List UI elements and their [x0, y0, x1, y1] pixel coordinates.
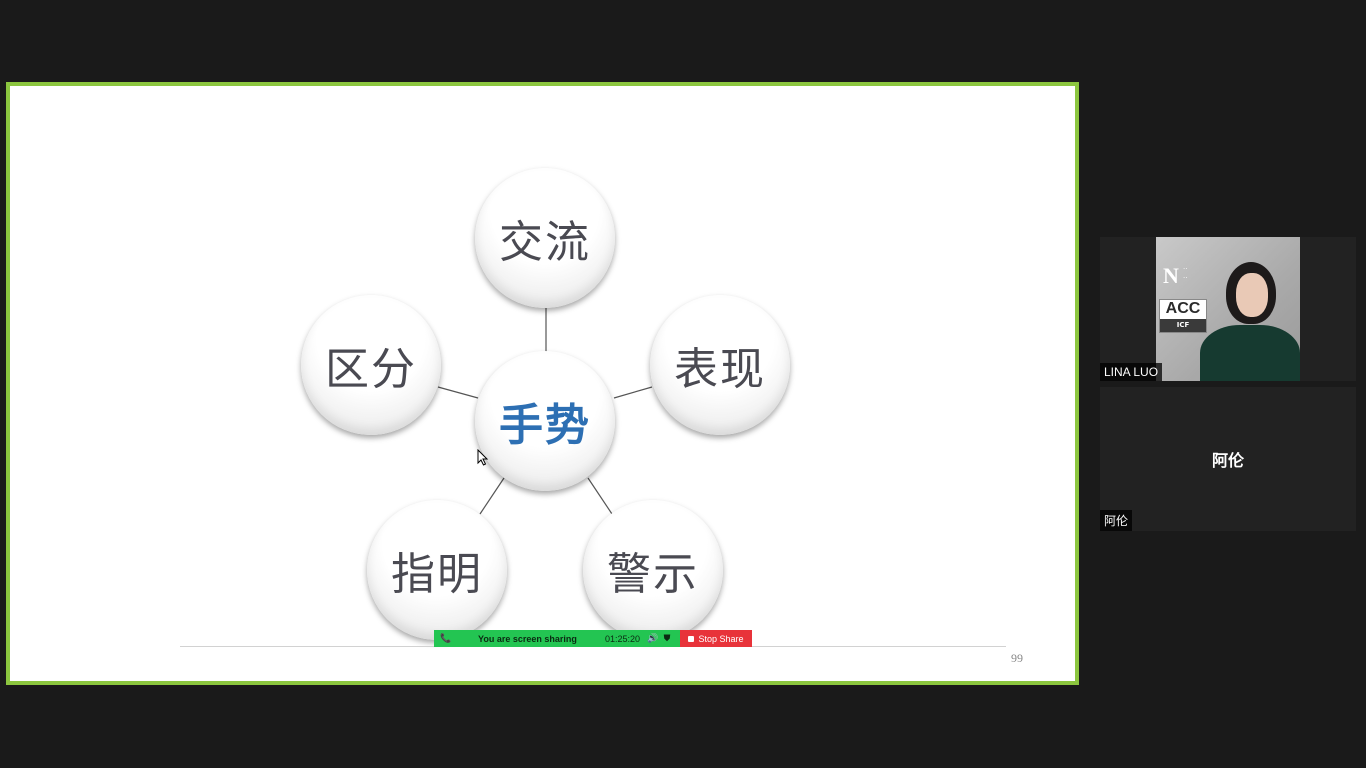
participant-tile-alun[interactable]: 阿伦 阿伦: [1100, 387, 1356, 531]
participant-video: N ···· ACC ICF: [1156, 237, 1300, 381]
mouse-cursor-icon: [477, 449, 489, 466]
person-body: [1200, 325, 1300, 381]
participant-name-label: LINA LUO: [1100, 363, 1163, 381]
icf-badge-text: ICF: [1160, 319, 1206, 332]
brand-logo-mark: ····: [1183, 265, 1188, 282]
node-left: 区分: [301, 295, 441, 435]
connector-bottom-left: [479, 477, 505, 515]
speaker-icon[interactable]: 🔊: [647, 633, 659, 643]
connector-left: [437, 386, 479, 399]
screen-share-toolbar: 📞 You are screen sharing 01:25:20 🔊 ⛊ St…: [434, 630, 752, 647]
share-status-text: You are screen sharing: [478, 633, 577, 644]
brand-logo-icon: N: [1163, 263, 1179, 288]
shared-screen: 交流 区分 表现 手势 指明 警示 99: [6, 82, 1079, 685]
node-center: 手势: [475, 351, 615, 491]
share-timer: 01:25:20: [604, 633, 640, 644]
participant-name-label: 阿伦: [1100, 510, 1133, 531]
connector-bottom-right: [587, 477, 613, 515]
stop-share-label: Stop Share: [698, 633, 744, 644]
node-bottom-right: 警示: [583, 500, 723, 640]
node-bottom-left: 指明: [367, 500, 507, 640]
participant-display-name: 阿伦: [1211, 451, 1244, 470]
node-top: 交流: [475, 168, 615, 308]
participant-tile-lina[interactable]: N ···· ACC ICF LINA LUO: [1100, 237, 1356, 381]
connector-right: [613, 386, 653, 399]
connector-lines: [437, 308, 653, 515]
page-number: 99: [1011, 651, 1023, 665]
person-face: [1236, 273, 1268, 317]
share-status-bar: 📞 You are screen sharing 01:25:20 🔊 ⛊: [434, 630, 680, 647]
stop-share-button[interactable]: Stop Share: [680, 630, 752, 647]
stop-square-icon: [688, 635, 695, 642]
phone-icon: 📞: [440, 633, 452, 643]
acc-badge: ACC ICF: [1159, 299, 1207, 333]
node-right: 表现: [650, 295, 790, 435]
shield-icon[interactable]: ⛊: [663, 633, 671, 643]
presentation-slide: 交流 区分 表现 手势 指明 警示 99: [10, 86, 1075, 681]
acc-badge-text: ACC: [1165, 300, 1201, 317]
